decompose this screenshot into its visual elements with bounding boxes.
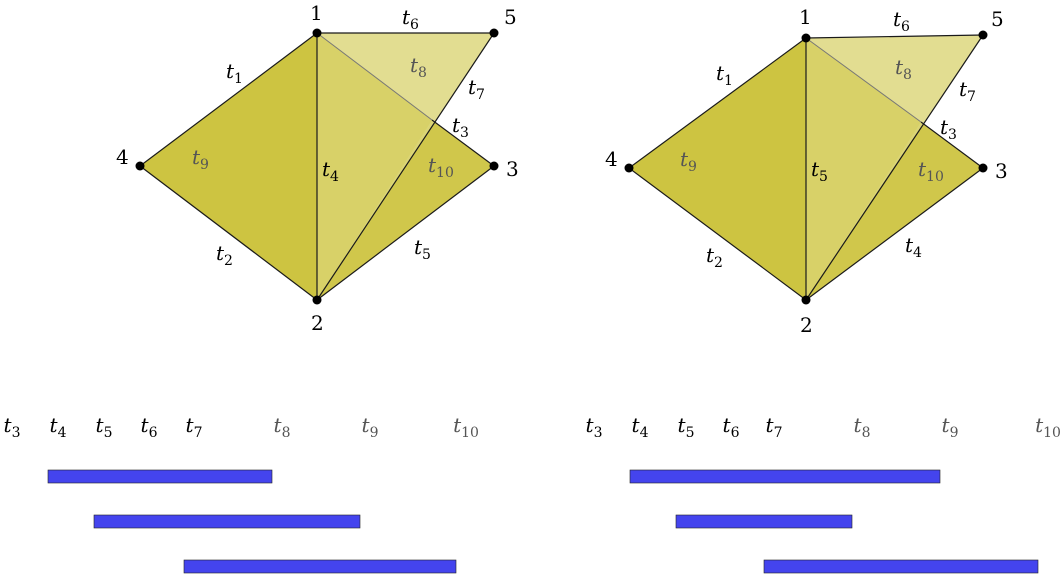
face-124 bbox=[629, 38, 806, 300]
tick-label-t7: t7 bbox=[766, 413, 783, 441]
vertex-1 bbox=[801, 33, 811, 43]
edge-23 bbox=[316, 165, 495, 301]
face-overlap bbox=[806, 38, 921, 300]
edge-label-13: t3 bbox=[940, 115, 957, 143]
tick-label-t8: t8 bbox=[274, 413, 291, 441]
face-overlap bbox=[317, 33, 432, 300]
tick-label-t4: t4 bbox=[50, 413, 67, 441]
edge-label-15: t6 bbox=[402, 5, 419, 33]
edge-25 bbox=[316, 32, 495, 301]
vertex-2 bbox=[312, 295, 322, 305]
vertex-1 bbox=[312, 28, 322, 38]
edge-label-14: t1 bbox=[226, 59, 243, 87]
tick-label-t6: t6 bbox=[723, 413, 740, 441]
vertex-label-5: 5 bbox=[504, 5, 517, 29]
complex-right: 1 2 3 4 5 t1 t2 t3 t5 t4 t6 t7 t8 t9 t10 bbox=[605, 5, 1008, 337]
edge-13-hidden bbox=[805, 37, 922, 123]
persistence-bar-t5-t8 bbox=[675, 514, 853, 529]
edge-24 bbox=[139, 165, 318, 301]
vertex-label-2: 2 bbox=[800, 313, 813, 337]
tick-label-t3: t3 bbox=[4, 413, 21, 441]
vertex-3 bbox=[489, 161, 499, 171]
vertex-label-4: 4 bbox=[116, 145, 129, 169]
vertex-label-3: 3 bbox=[995, 159, 1008, 183]
vertex-5 bbox=[489, 28, 499, 38]
face-124 bbox=[140, 33, 317, 300]
barcode-left: t3 t4 t5 t6 t7 t8 t9 t10 bbox=[4, 413, 479, 574]
vertex-4 bbox=[135, 161, 145, 171]
edge-label-14: t1 bbox=[716, 61, 733, 89]
edge-15 bbox=[805, 34, 984, 39]
tick-label-t6: t6 bbox=[141, 413, 158, 441]
tick-label-t5: t5 bbox=[96, 413, 113, 441]
tick-label-t10: t10 bbox=[453, 413, 479, 441]
edge-label-15: t6 bbox=[893, 7, 910, 35]
edge-14 bbox=[139, 32, 318, 167]
edge-14 bbox=[628, 37, 807, 169]
barcode-right: t3 t4 t5 t6 t7 t8 t9 t10 bbox=[586, 413, 1061, 574]
edge-24 bbox=[628, 167, 807, 301]
vertex-2 bbox=[801, 295, 811, 305]
tick-label-t10: t10 bbox=[1035, 413, 1061, 441]
edge-23 bbox=[805, 167, 984, 301]
tick-label-t4: t4 bbox=[632, 413, 649, 441]
edge-label-25: t7 bbox=[468, 75, 485, 103]
tick-label-t9: t9 bbox=[942, 413, 959, 441]
edge-13-hidden bbox=[316, 32, 433, 121]
edge-13-front bbox=[431, 119, 495, 167]
vertex-label-5: 5 bbox=[991, 7, 1004, 31]
tick-label-t5: t5 bbox=[678, 413, 695, 441]
edge-label-24: t2 bbox=[216, 241, 233, 269]
vertex-label-1: 1 bbox=[799, 5, 812, 29]
persistence-bar-t7-t10 bbox=[763, 559, 1039, 574]
vertex-4 bbox=[624, 163, 634, 173]
persistence-bar-t7-t10 bbox=[183, 559, 457, 574]
persistence-bar-t4-t9 bbox=[629, 469, 941, 484]
edge-25 bbox=[805, 34, 984, 301]
complex-left: 1 2 3 4 5 t1 t2 t3 t4 t5 t6 t7 t8 t9 t10 bbox=[116, 1, 519, 335]
edge-label-23: t5 bbox=[414, 235, 431, 263]
vertex-3 bbox=[978, 163, 988, 173]
edge-label-24: t2 bbox=[706, 243, 723, 271]
vertex-label-1: 1 bbox=[310, 1, 323, 25]
edge-label-13: t3 bbox=[452, 113, 469, 141]
tick-label-t8: t8 bbox=[854, 413, 871, 441]
tick-label-t3: t3 bbox=[586, 413, 603, 441]
persistence-bar-t5-t9 bbox=[93, 514, 361, 529]
vertex-5 bbox=[978, 30, 988, 40]
edge-13-front bbox=[920, 121, 984, 169]
persistence-bar-t4-t8 bbox=[47, 469, 273, 484]
face-label-123: t10 bbox=[428, 153, 454, 181]
edge-label-25: t7 bbox=[959, 77, 976, 105]
vertex-label-2: 2 bbox=[311, 311, 324, 335]
tick-label-t9: t9 bbox=[362, 413, 379, 441]
vertex-label-3: 3 bbox=[506, 157, 519, 181]
vertex-label-4: 4 bbox=[605, 147, 618, 171]
edge-label-23: t4 bbox=[905, 233, 922, 261]
tick-label-t7: t7 bbox=[186, 413, 203, 441]
